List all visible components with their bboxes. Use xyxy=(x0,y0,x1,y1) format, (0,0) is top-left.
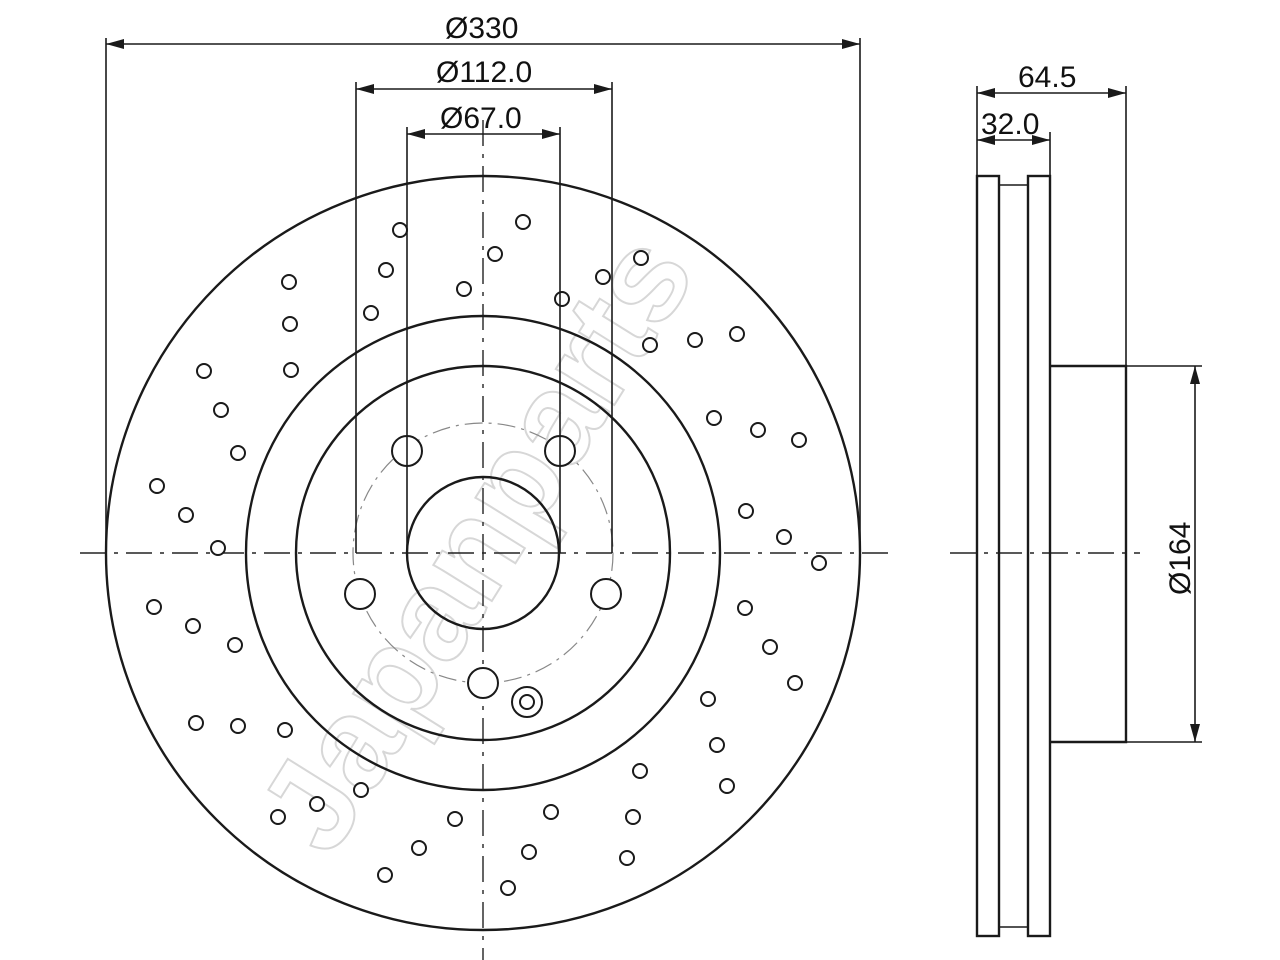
drill-hole xyxy=(554,291,570,307)
drill-hole xyxy=(515,214,531,230)
drill-hole xyxy=(625,809,641,825)
disc-outer-edge xyxy=(104,174,862,932)
bolt-hole xyxy=(344,578,376,610)
drill-hole xyxy=(762,639,778,655)
center-bore-label: Ø67.0 xyxy=(440,102,522,135)
hat-diameter-label: Ø164 xyxy=(1164,522,1197,595)
arrow-height-right xyxy=(1108,88,1126,98)
drill-hole xyxy=(353,782,369,798)
drill-hole xyxy=(737,600,753,616)
arrow-height-left xyxy=(977,88,995,98)
friction-plate-outer xyxy=(975,174,1001,938)
drill-hole xyxy=(230,445,246,461)
drill-hole xyxy=(719,778,735,794)
drill-hole xyxy=(632,763,648,779)
cross-drilled-holes xyxy=(146,214,827,896)
drill-hole xyxy=(633,250,649,266)
drill-hole xyxy=(811,555,827,571)
bolt-hole xyxy=(467,667,499,699)
drill-hole xyxy=(729,326,745,342)
drill-hole xyxy=(619,850,635,866)
drill-hole xyxy=(543,804,559,820)
drill-hole xyxy=(210,540,226,556)
drill-hole xyxy=(196,363,212,379)
drill-hole xyxy=(146,599,162,615)
drill-hole xyxy=(447,811,463,827)
drill-hole xyxy=(500,880,516,896)
total-height-label: 64.5 xyxy=(1018,61,1076,94)
arrow-thickness-right xyxy=(1032,135,1050,145)
drill-hole xyxy=(188,715,204,731)
arrow-outer-right xyxy=(842,39,860,49)
drill-hole xyxy=(185,618,201,634)
arrow-bore-right xyxy=(542,129,560,139)
front-view: Ø330 Ø112.0 Ø67.0 xyxy=(80,12,890,960)
drill-hole xyxy=(378,262,394,278)
drill-hole xyxy=(456,281,472,297)
drill-hole xyxy=(309,796,325,812)
drill-hole xyxy=(776,529,792,545)
drill-hole xyxy=(521,844,537,860)
drill-hole xyxy=(149,478,165,494)
hat-edge xyxy=(294,364,672,742)
drill-hole xyxy=(270,809,286,825)
drill-hole xyxy=(700,691,716,707)
arrow-centering-right xyxy=(594,84,612,94)
centering-diameter-label: Ø112.0 xyxy=(436,56,532,89)
drill-hole xyxy=(750,422,766,438)
thickness-label: 32.0 xyxy=(981,108,1039,141)
arrow-centering-left xyxy=(356,84,374,94)
drill-hole xyxy=(706,410,722,426)
drill-hole xyxy=(642,337,658,353)
hat-profile xyxy=(1050,364,1128,744)
drill-hole xyxy=(377,867,393,883)
drill-hole xyxy=(277,722,293,738)
drill-hole xyxy=(392,222,408,238)
drill-hole xyxy=(281,274,297,290)
drill-hole xyxy=(595,269,611,285)
arrow-hat-top xyxy=(1190,366,1200,384)
arrow-bore-left xyxy=(407,129,425,139)
drill-hole xyxy=(178,507,194,523)
drill-hole xyxy=(687,332,703,348)
arrow-hat-bottom xyxy=(1190,724,1200,742)
side-view: 64.5 32.0 Ø164 xyxy=(950,61,1202,938)
friction-ring-inner-edge xyxy=(244,314,722,792)
drill-hole xyxy=(709,737,725,753)
drill-hole xyxy=(738,503,754,519)
drill-hole xyxy=(787,675,803,691)
drill-hole xyxy=(363,305,379,321)
locating-hole-inner xyxy=(519,694,535,710)
bolt-hole xyxy=(590,578,622,610)
drill-hole xyxy=(227,637,243,653)
drill-hole xyxy=(282,316,298,332)
drill-hole xyxy=(791,432,807,448)
friction-plate-inner xyxy=(1026,174,1052,938)
drill-hole xyxy=(283,362,299,378)
drill-hole xyxy=(213,402,229,418)
outer-diameter-label: Ø330 xyxy=(445,12,518,45)
drill-hole xyxy=(230,718,246,734)
arrow-thickness-left xyxy=(977,135,995,145)
drill-hole xyxy=(411,840,427,856)
arrow-outer-left xyxy=(106,39,124,49)
watermark-logo: Japanparts xyxy=(230,209,721,875)
drill-hole xyxy=(487,246,503,262)
